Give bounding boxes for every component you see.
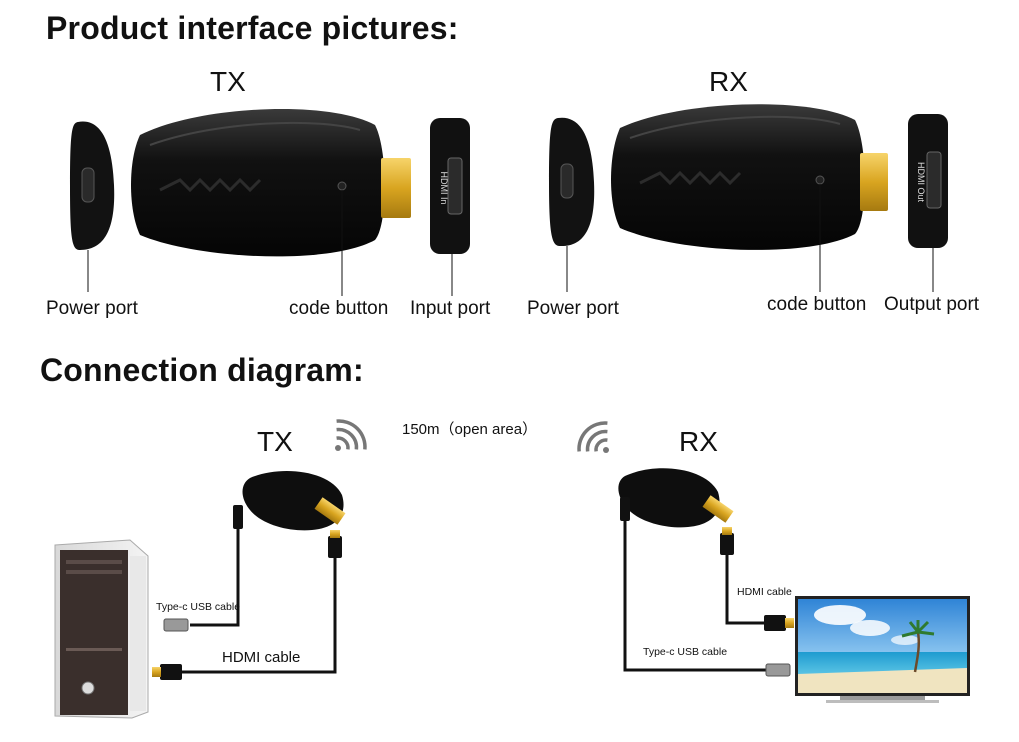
rx-usbc-plug: [620, 497, 630, 521]
rx-code-button-label: code button: [767, 294, 867, 315]
tx-input-port-label: Input port: [410, 298, 491, 319]
tx-port-text: HDMI In: [439, 171, 449, 204]
tv-display: [795, 596, 970, 703]
connection-section-heading: Connection diagram:: [40, 352, 364, 388]
rx-main-body: [611, 104, 888, 292]
rx-hdmi-plug-top: [720, 533, 734, 555]
tx-usb-a-plug: [163, 618, 189, 632]
rx-port-text: HDMI Out: [916, 162, 926, 203]
rx-power-side-view: [549, 117, 595, 292]
rx-hdmi-plug-top-tip: [722, 527, 732, 535]
tx-code-button-label: code button: [289, 298, 389, 319]
rx-usb-cable-label: Type-c USB cable: [643, 646, 728, 658]
tx-title: TX: [210, 66, 246, 97]
product-section-heading: Product interface pictures:: [46, 10, 459, 46]
rx-output-port-label: Output port: [884, 294, 980, 315]
rx-hdmi-plug-tv-tip: [785, 618, 794, 628]
tx-usbc-plug: [233, 505, 243, 529]
tx-hdmi-cable-label: HDMI cable: [222, 649, 301, 666]
range-label: 150m（open area）: [402, 421, 538, 438]
tx-main-body: [131, 108, 411, 296]
tx-power-port-label: Power port: [46, 298, 138, 319]
connection-rx-title: RX: [679, 426, 718, 457]
pc-tower: [54, 539, 149, 719]
tx-usb-cable-label: Type-c USB cable: [156, 601, 241, 613]
rx-hdmi-cable-line: [725, 555, 766, 625]
rx-output-side-view: HDMI Out: [908, 114, 948, 292]
rx-usb-a-plug: [765, 663, 791, 677]
tx-hdmi-plug-pc: [160, 664, 182, 680]
tx-power-side-view: [70, 121, 115, 292]
wifi-icon-rx: [577, 421, 609, 453]
tx-hdmi-cable-line: [180, 558, 337, 674]
rx-usb-cable-line: [623, 521, 768, 672]
connection-tx-title: TX: [257, 426, 293, 457]
rx-title: RX: [709, 66, 748, 97]
tx-hdmi-plug-top-tip: [330, 530, 340, 538]
rx-hdmi-cable-label: HDMI cable: [737, 586, 792, 598]
tx-input-side-view: HDMI In: [430, 118, 470, 296]
tx-hdmi-plug-top: [328, 536, 342, 558]
tx-hdmi-plug-pc-tip: [152, 667, 161, 677]
rx-hdmi-plug-tv: [764, 615, 786, 631]
tx-device-connection: [242, 471, 346, 531]
rx-device-connection: [618, 468, 734, 528]
rx-power-port-label: Power port: [527, 298, 619, 319]
wifi-icon-tx: [335, 419, 367, 451]
tx-usb-cable-line: [190, 529, 240, 627]
